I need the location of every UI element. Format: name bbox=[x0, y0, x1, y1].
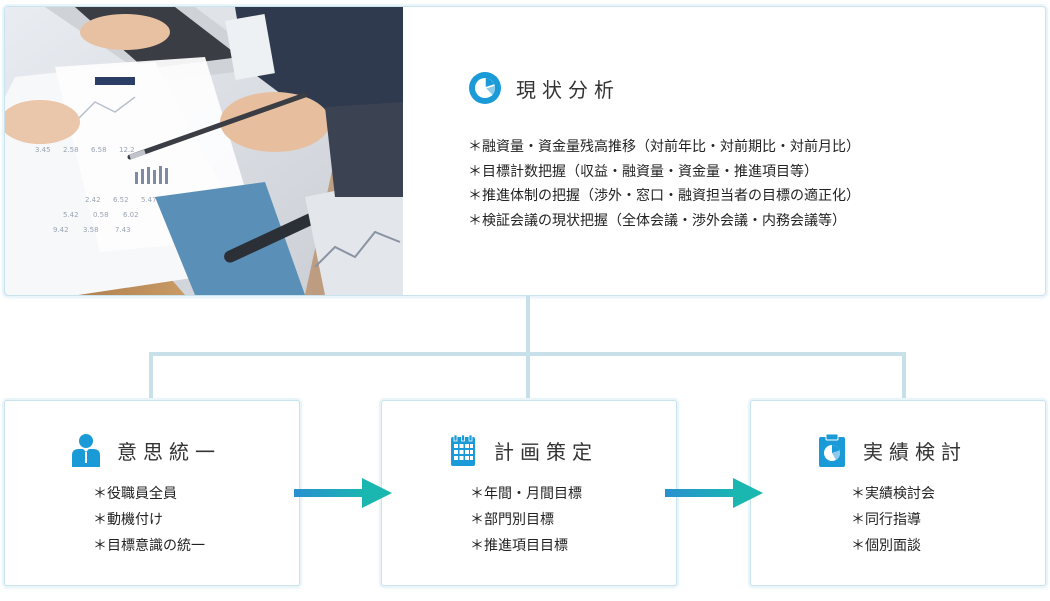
svg-text:2.42: 2.42 bbox=[85, 196, 101, 204]
list-item: ＊部門別目標 bbox=[470, 512, 554, 528]
list-item: ＊目標計数把握（収益・融資量・資金量・推進項目等） bbox=[468, 163, 818, 180]
connector-vertical-main bbox=[526, 296, 530, 400]
analysis-title: 現状分析 bbox=[516, 77, 620, 102]
card-list: ＊年間・月間目標 ＊部門別目標 ＊推進項目目標 bbox=[470, 481, 582, 559]
person-icon bbox=[69, 433, 103, 467]
card-title: 計画策定 bbox=[494, 439, 598, 464]
card-heading: 意思統一 bbox=[69, 433, 221, 467]
list-item: ＊融資量・資金量残高推移（対前年比・対前期比・対前月比） bbox=[468, 139, 860, 155]
svg-text:2.58: 2.58 bbox=[63, 146, 79, 154]
card-title: 意思統一 bbox=[117, 439, 221, 464]
flow-arrow-2 bbox=[665, 478, 763, 508]
list-item: ＊推進体制の把握（渉外・窓口・融資担当者の目標の適正化） bbox=[468, 188, 860, 204]
card-unification: 意思統一 ＊役職員全員 ＊動機付け ＊目標意識の統一 bbox=[4, 400, 300, 586]
list-item: ＊年間・月間目標 bbox=[470, 486, 582, 502]
card-heading: 計画策定 bbox=[446, 433, 598, 467]
business-photo: 3.45 2.58 6.58 12.2 2.42 6.52 5.47 5.42 0.58 6.… bbox=[5, 7, 403, 295]
card-review: 実績検討 ＊実績検討会 ＊同行指導 ＊個別面談 bbox=[750, 400, 1046, 586]
list-item: ＊役職員全員 bbox=[93, 486, 177, 502]
pie-chart-icon bbox=[468, 71, 502, 105]
calendar-icon bbox=[446, 433, 480, 467]
svg-text:6.52: 6.52 bbox=[113, 196, 129, 204]
list-item: ＊個別面談 bbox=[851, 538, 921, 554]
card-heading: 実績検討 bbox=[815, 433, 967, 467]
svg-text:3.45: 3.45 bbox=[35, 146, 51, 154]
svg-text:5.47: 5.47 bbox=[141, 196, 157, 204]
list-item: ＊検証会議の現状把握（全体会議・渉外会議・内務会議等） bbox=[468, 212, 846, 229]
svg-text:6.58: 6.58 bbox=[91, 146, 107, 154]
analysis-panel: 3.45 2.58 6.58 12.2 2.42 6.52 5.47 5.42 0.58 6.… bbox=[4, 6, 1046, 296]
connector-horizontal bbox=[149, 352, 906, 356]
list-item: ＊目標意識の統一 bbox=[93, 538, 205, 554]
svg-text:7.43: 7.43 bbox=[115, 226, 131, 234]
analysis-heading: 現状分析 bbox=[468, 71, 620, 105]
svg-text:0.58: 0.58 bbox=[93, 211, 109, 219]
svg-text:5.42: 5.42 bbox=[63, 211, 79, 219]
card-title: 実績検討 bbox=[863, 439, 967, 464]
svg-text:3.58: 3.58 bbox=[83, 226, 99, 234]
connector-left bbox=[149, 352, 153, 400]
card-list: ＊実績検討会 ＊同行指導 ＊個別面談 bbox=[851, 481, 935, 559]
card-list: ＊役職員全員 ＊動機付け ＊目標意識の統一 bbox=[93, 481, 205, 559]
svg-text:12.2: 12.2 bbox=[119, 146, 135, 154]
list-item: ＊推進項目目標 bbox=[470, 538, 568, 554]
list-item: ＊実績検討会 bbox=[851, 486, 935, 502]
analysis-list: ＊融資量・資金量残高推移（対前年比・対前期比・対前月比） ＊目標計数把握（収益・… bbox=[468, 135, 860, 233]
flow-arrow-1 bbox=[294, 478, 392, 508]
svg-text:9.42: 9.42 bbox=[53, 226, 69, 234]
clipboard-chart-icon bbox=[815, 433, 849, 467]
connector-right bbox=[902, 352, 906, 400]
list-item: ＊同行指導 bbox=[851, 512, 921, 528]
svg-text:6.02: 6.02 bbox=[123, 211, 139, 219]
card-planning: 計画策定 ＊年間・月間目標 ＊部門別目標 ＊推進項目目標 bbox=[381, 400, 677, 586]
list-item: ＊動機付け bbox=[93, 512, 163, 528]
